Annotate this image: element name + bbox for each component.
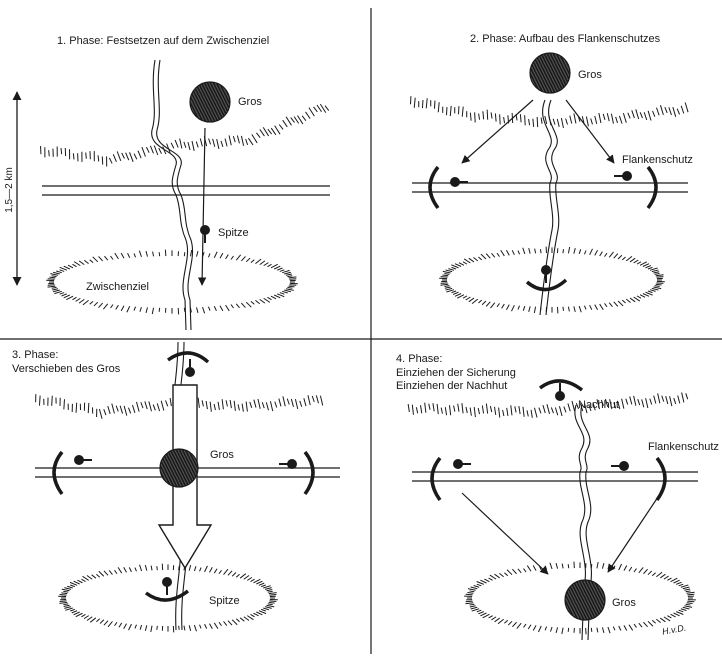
spitze-bracket (144, 589, 190, 602)
spitze-label: Spitze (209, 595, 240, 607)
nachhut-unit (555, 383, 565, 401)
panel-phase-4: 4. Phase: Einziehen der Sicherung Einzie… (396, 353, 719, 641)
objective-area (58, 563, 278, 633)
panel-1-title: 1. Phase: Festsetzen auf dem Zwischenzie… (57, 35, 269, 47)
spitze-unit (162, 577, 172, 595)
gros-unit (189, 81, 231, 123)
river (574, 404, 592, 641)
gros-label: Gros (612, 597, 636, 609)
flank-bracket-right (646, 165, 658, 210)
panel-phase-2: 2. Phase: Aufbau des Flankenschutzes Gro… (409, 33, 693, 316)
flank-guard-right (279, 459, 297, 469)
gros-label: Gros (210, 449, 234, 461)
nachhut-unit (185, 359, 195, 377)
flank-arrow-right (565, 99, 615, 164)
panel-4-title-line-3: Einziehen der Nachhut (396, 380, 507, 392)
road (42, 185, 330, 196)
objective-area (439, 246, 665, 314)
objective-area (464, 561, 696, 635)
flank-bracket-left (428, 165, 440, 210)
withdraw-arrow-left (461, 492, 549, 575)
spitze-label: Spitze (218, 227, 249, 239)
panel-phase-1: 1. Phase: Festsetzen auf dem Zwischenzie… (40, 35, 330, 331)
hill-ridge (407, 392, 689, 418)
spitze-unit (541, 265, 551, 283)
flank-arrow-left (461, 99, 534, 164)
hill-ridge (40, 103, 330, 167)
signature: H.v.D. (661, 623, 687, 637)
flankenschutz-label: Flankenschutz (648, 441, 719, 453)
river (539, 99, 560, 316)
panel-4-title-line-1: 4. Phase: (396, 353, 442, 365)
flank-guard-right (614, 171, 632, 181)
gros-label: Gros (578, 69, 602, 81)
nachhut-label: Nachhut (578, 399, 619, 411)
panel-2-title: 2. Phase: Aufbau des Flankenschutzes (470, 33, 661, 45)
objective-area (46, 249, 298, 315)
advance-arrow (197, 127, 207, 286)
distance-indicator: 1,5—2 km (4, 91, 22, 286)
flank-bracket-left (52, 450, 64, 496)
panel-4-title-line-2: Einziehen der Sicherung (396, 367, 516, 379)
gros-unit (529, 52, 571, 94)
flank-bracket-right (303, 450, 315, 496)
distance-label: 1,5—2 km (4, 167, 15, 213)
nachhut-bracket (538, 379, 584, 392)
panel-phase-3: 3. Phase: Verschieben des Gros Gros Spit… (12, 341, 340, 633)
gros-unit (564, 579, 606, 621)
flank-guard-left (453, 459, 471, 469)
river (151, 59, 194, 331)
flank-guard-left (74, 455, 92, 465)
flank-bracket-left (430, 456, 442, 502)
panel-3-title-line-2: Verschieben des Gros (12, 363, 121, 375)
flank-guard-left (450, 177, 468, 187)
hill-ridge (409, 96, 689, 129)
withdraw-arrow-right (607, 493, 661, 573)
gros-label: Gros (238, 96, 262, 108)
flank-bracket-right (655, 456, 667, 502)
road (412, 471, 698, 482)
zwischenziel-label: Zwischenziel (86, 281, 149, 293)
panel-3-title-line-1: 3. Phase: (12, 349, 58, 361)
nachhut-bracket (166, 351, 210, 364)
flank-guard-right (611, 461, 629, 471)
spitze-bracket (525, 278, 568, 292)
flankenschutz-label: Flankenschutz (622, 154, 693, 166)
spitze-unit (200, 225, 210, 243)
